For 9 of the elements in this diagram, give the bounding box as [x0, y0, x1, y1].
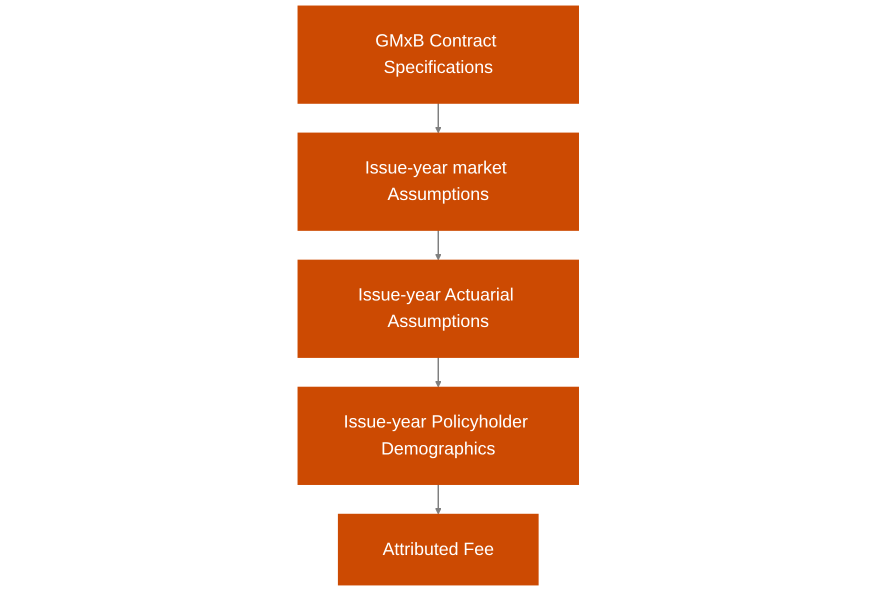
node-box: Issue-year Policyholder Demographics: [297, 386, 579, 485]
arrow: [434, 484, 442, 514]
node-box: GMxB Contract Specifications: [297, 6, 579, 104]
arrow: [434, 358, 442, 388]
node-box: Attributed Fee: [338, 514, 538, 586]
node-box: Issue-year Actuarial Assumptions: [297, 260, 579, 358]
arrow: [434, 103, 442, 134]
arrow: [434, 230, 442, 260]
node-box: Issue-year market Assumptions: [297, 132, 579, 231]
